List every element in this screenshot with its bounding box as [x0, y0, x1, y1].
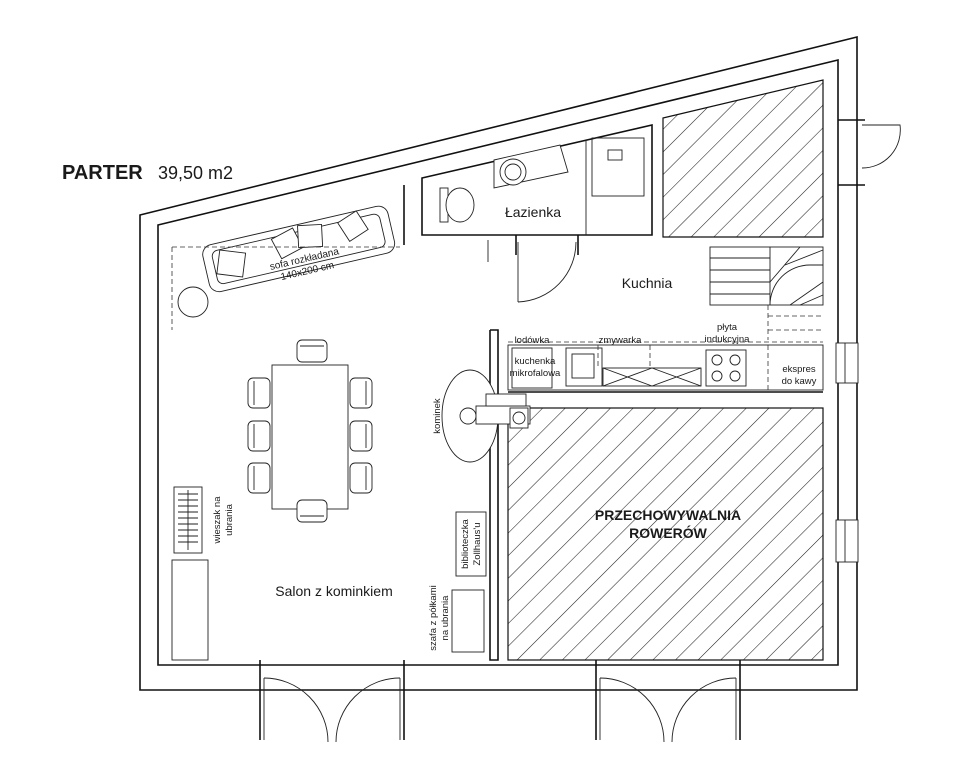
sink-icon [499, 158, 527, 186]
room-label-kitchen: Kuchnia [622, 275, 673, 291]
label-dishwasher: zmywarka [599, 335, 642, 346]
chair-icon [296, 499, 328, 523]
fireplace-icon [441, 369, 531, 463]
plan-title: PARTER [62, 162, 143, 184]
label-coffee-line2: do kawy [782, 376, 817, 387]
door-bottom-right [595, 660, 741, 743]
room-label-bike-storage-line2: ROWERÓW [629, 524, 708, 541]
bathroom-door-swing [517, 241, 577, 303]
label-hob-line2: indukcyjna [705, 334, 751, 345]
window-right-upper [835, 342, 859, 384]
wardrobe-icon [451, 589, 485, 653]
label-microwave-line1: kuchenka [515, 356, 556, 367]
label-fridge: lodówka [515, 335, 551, 346]
label-bookcase-line1: biblioteczka [460, 518, 471, 568]
chair-icon [247, 420, 271, 452]
hatched-areas [507, 79, 824, 661]
cabinet-left [171, 559, 209, 661]
bathroom [421, 123, 653, 303]
stairs-icon [709, 246, 824, 340]
label-hanger-line1: wieszak na [212, 496, 223, 545]
induction-hob-icon [705, 349, 747, 387]
outer-walls [139, 35, 858, 691]
label-coffee-line1: ekspres [782, 364, 816, 375]
dishwasher-icon [602, 367, 702, 387]
storage-top-right-hatch [662, 79, 824, 238]
chair-icon [247, 462, 271, 494]
chair-icon [349, 420, 373, 452]
kitchen-counters [507, 341, 824, 391]
chair-icon [247, 377, 271, 409]
bookcase-icon [455, 511, 487, 577]
floor-lamp-icon [177, 286, 209, 318]
plan-area: 39,50 m2 [158, 163, 233, 183]
coat-hanger-icon [173, 486, 203, 554]
shower-icon [591, 137, 645, 197]
chair-icon [296, 339, 328, 363]
label-bookcase-line2: Zollhaus'u [472, 522, 483, 565]
toilet-icon [445, 187, 475, 223]
label-hanger-line2: ubrania [224, 503, 235, 535]
label-hob-line1: płyta [717, 322, 738, 333]
room-label-bike-storage-line1: PRZECHOWYWALNIA [595, 507, 741, 523]
label-fireplace: kominek [432, 398, 443, 434]
entry-door-top-right [838, 119, 901, 186]
chair-icon [349, 462, 373, 494]
room-label-bathroom: Łazienka [505, 204, 561, 220]
room-label-living: Salon z kominkiem [275, 583, 393, 599]
sofa-icon [202, 205, 396, 293]
dining-table [247, 339, 373, 523]
interior-walls [403, 185, 823, 661]
window-right-lower [835, 519, 859, 563]
label-wardrobe-line2: na ubrania [440, 595, 451, 641]
chair-icon [349, 377, 373, 409]
fridge-icon [511, 347, 553, 389]
label-microwave-line2: mikrofalowa [510, 368, 561, 379]
door-bottom-left [259, 660, 405, 743]
label-wardrobe-line1: szafa z półkami [428, 585, 439, 650]
bike-storage-hatch [507, 407, 824, 661]
